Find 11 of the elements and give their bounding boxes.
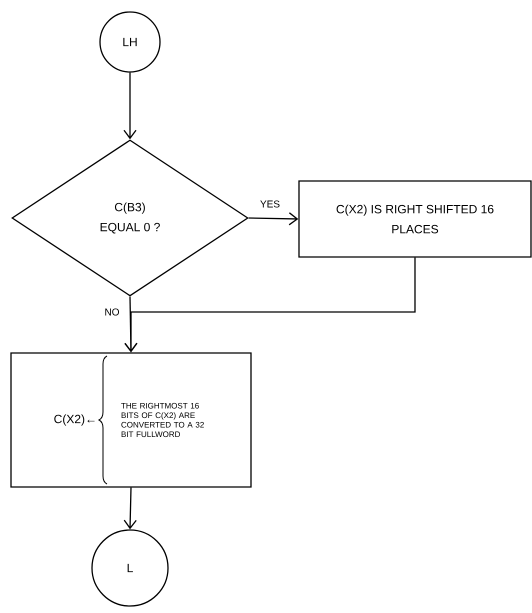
arrow [124, 258, 416, 352]
description-text: THE RIGHTMOST 16 BITS OF C(X2) ARE CONVERTED TO A 32 BIT FULLWORD [121, 402, 204, 438]
arrow [124, 488, 137, 530]
process-box [10, 352, 252, 488]
arrow [123, 72, 137, 140]
assignment-text: C(X2)← [54, 414, 95, 426]
process-box: C(X2) IS RIGHT SHIFTED 16 PLACES [298, 180, 532, 258]
arrow [124, 296, 138, 352]
arrow [248, 212, 298, 226]
edge-label: NO [104, 307, 120, 317]
edge-label: YES [259, 199, 281, 209]
